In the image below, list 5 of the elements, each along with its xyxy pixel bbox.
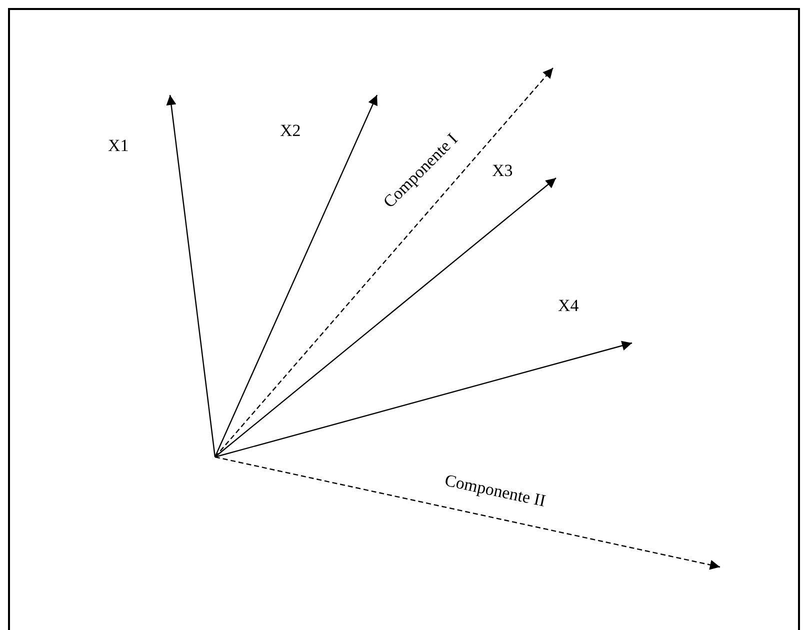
vector-label: X2 [280,122,301,139]
vector-label: Componente II [443,471,547,509]
vector-label: X1 [108,137,129,154]
vector-label: X3 [492,162,513,179]
vector-label: X4 [558,297,579,314]
